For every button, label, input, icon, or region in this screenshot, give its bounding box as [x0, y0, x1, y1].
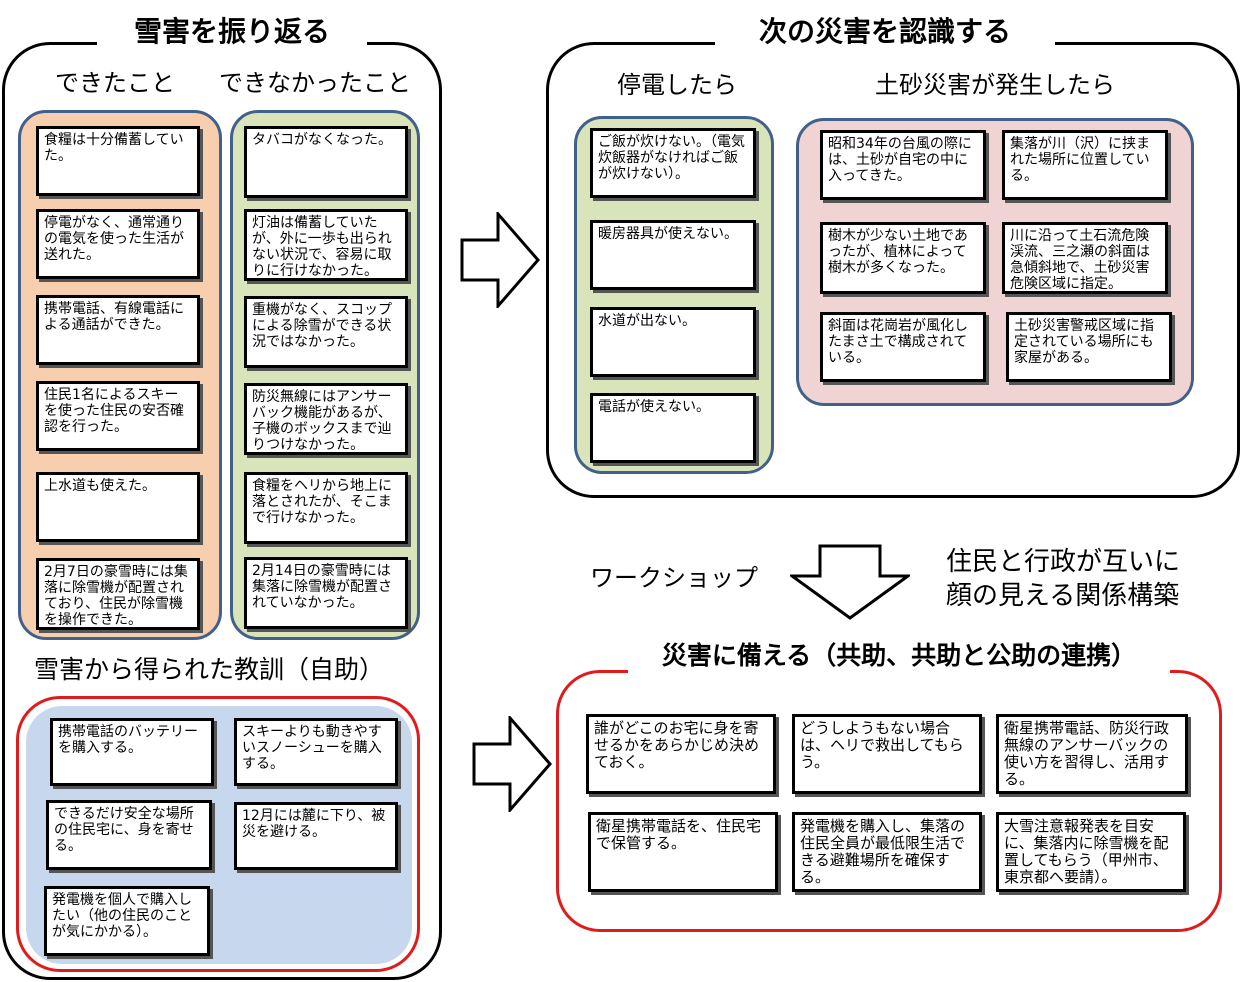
landslide-item: 昭和34年の台風の際には、土砂が自宅の中に入ってきた。: [820, 130, 986, 200]
outage-item: ご飯が炊けない。（電気炊飯器がなければご飯が炊けない）。: [590, 128, 756, 198]
landslide-item: 樹木が少ない土地であったが、植林によって樹木が多くなった。: [820, 222, 986, 294]
prepare-item: 誰がどこのお宅に身を寄せるかをあらかじめ決めておく。: [586, 714, 776, 794]
retrospect-title: 雪害を振り返る: [97, 14, 367, 50]
cannot-item: 灯油は備蓄していたが、外に一歩も出られない状況で、容易に取りに行けなかった。: [244, 209, 408, 281]
cannot-item: 食糧をヘリから地上に落とされたが、そこまで行けなかった。: [244, 472, 408, 544]
lesson-item: できるだけ安全な場所の住民宅に、身を寄せる。: [46, 800, 212, 870]
can-item: 停電がなく、通常通りの電気を使った生活が送れた。: [36, 209, 200, 279]
outage-item: 水道が出ない。: [590, 307, 756, 377]
outage-header: 停電したら: [617, 71, 737, 99]
prepare-item: 衛星携帯電話、防災行政無線のアンサーバックの使い方を習得し、活用する。: [996, 714, 1188, 794]
cannot-header: できなかったこと: [219, 69, 411, 97]
workshop-label: ワークショップ: [590, 564, 758, 592]
prepare-item: 発電機を購入し、集落の住民全員が最低限生活できる避難場所を確保する。: [792, 812, 982, 892]
landslide-header: 土砂災害が発生したら: [875, 71, 1115, 99]
lesson-item: スキーよりも動きやすいスノーシューを購入する。: [234, 718, 398, 786]
lesson-item: 発電機を個人で購入したい（他の住民のことが気にかかる）。: [44, 886, 210, 956]
can-item: 携帯電話、有線電話による通話ができた。: [36, 295, 200, 365]
right-arrow-icon: [472, 716, 552, 812]
landslide-item: 川に沿って土石流危険渓流、三之瀬の斜面は急傾斜地で、土砂災害危険区域に指定。: [1002, 222, 1168, 294]
can-header: できたこと: [55, 69, 175, 97]
lesson-item: 携帯電話のバッテリーを購入する。: [50, 718, 214, 786]
prepare-item: 大雪注意報発表を目安に、集落内に除雪機を配置してもらう（甲州市、東京都へ要請）。: [996, 812, 1186, 892]
relationship-line1: 住民と行政が互いに: [946, 547, 1181, 577]
recognize-title: 次の災害を認識する: [715, 14, 1055, 50]
landslide-item: 集落が川（沢）に挟まれた場所に位置している。: [1002, 130, 1168, 200]
can-item: 住民1名によるスキーを使った住民の安否確認を行った。: [36, 381, 200, 451]
can-group: [18, 110, 222, 640]
can-item: 食糧は十分備蓄していた。: [36, 126, 200, 196]
can-item: 2月7日の豪雪時には集落に除雪機が配置されており、住民が除雪機を操作できた。: [36, 558, 200, 630]
lessons-title: 雪害から得られた教訓（自助）: [34, 655, 385, 684]
prepare-item: 衛星携帯電話を、住民宅で保管する。: [588, 812, 778, 892]
outage-item: 暖房器具が使えない。: [590, 220, 756, 290]
cannot-item: 2月14日の豪雪時には集落に除雪機が配置されていなかった。: [244, 557, 408, 629]
right-arrow-icon: [460, 212, 540, 308]
prepare-item: どうしようもない場合は、ヘリで救出してもらう。: [792, 714, 982, 794]
cannot-item: 重機がなく、スコップによる除雪ができる状況ではなかった。: [244, 296, 408, 368]
cannot-item: タバコがなくなった。: [244, 126, 408, 198]
cannot-group: [230, 110, 420, 640]
outage-item: 電話が使えない。: [590, 393, 756, 463]
relationship-line2: 顔の見える関係構築: [946, 581, 1180, 611]
prepare-panel: [556, 670, 1222, 932]
lesson-item: 12月には麓に下り、被災を避ける。: [234, 802, 398, 870]
landslide-item: 斜面は花崗岩が風化したまさ土で構成されている。: [820, 312, 986, 382]
cannot-item: 防災無線にはアンサーバック機能があるが、子機のボックスまで辿りつけなかった。: [244, 383, 408, 455]
down-arrow-icon: [790, 544, 910, 620]
can-item: 上水道も使えた。: [36, 472, 200, 542]
prepare-title: 災害に備える（共助、共助と公助の連携）: [628, 638, 1170, 674]
landslide-item: 土砂災害警戒区域に指定されている場所にも家屋がある。: [1006, 312, 1172, 382]
